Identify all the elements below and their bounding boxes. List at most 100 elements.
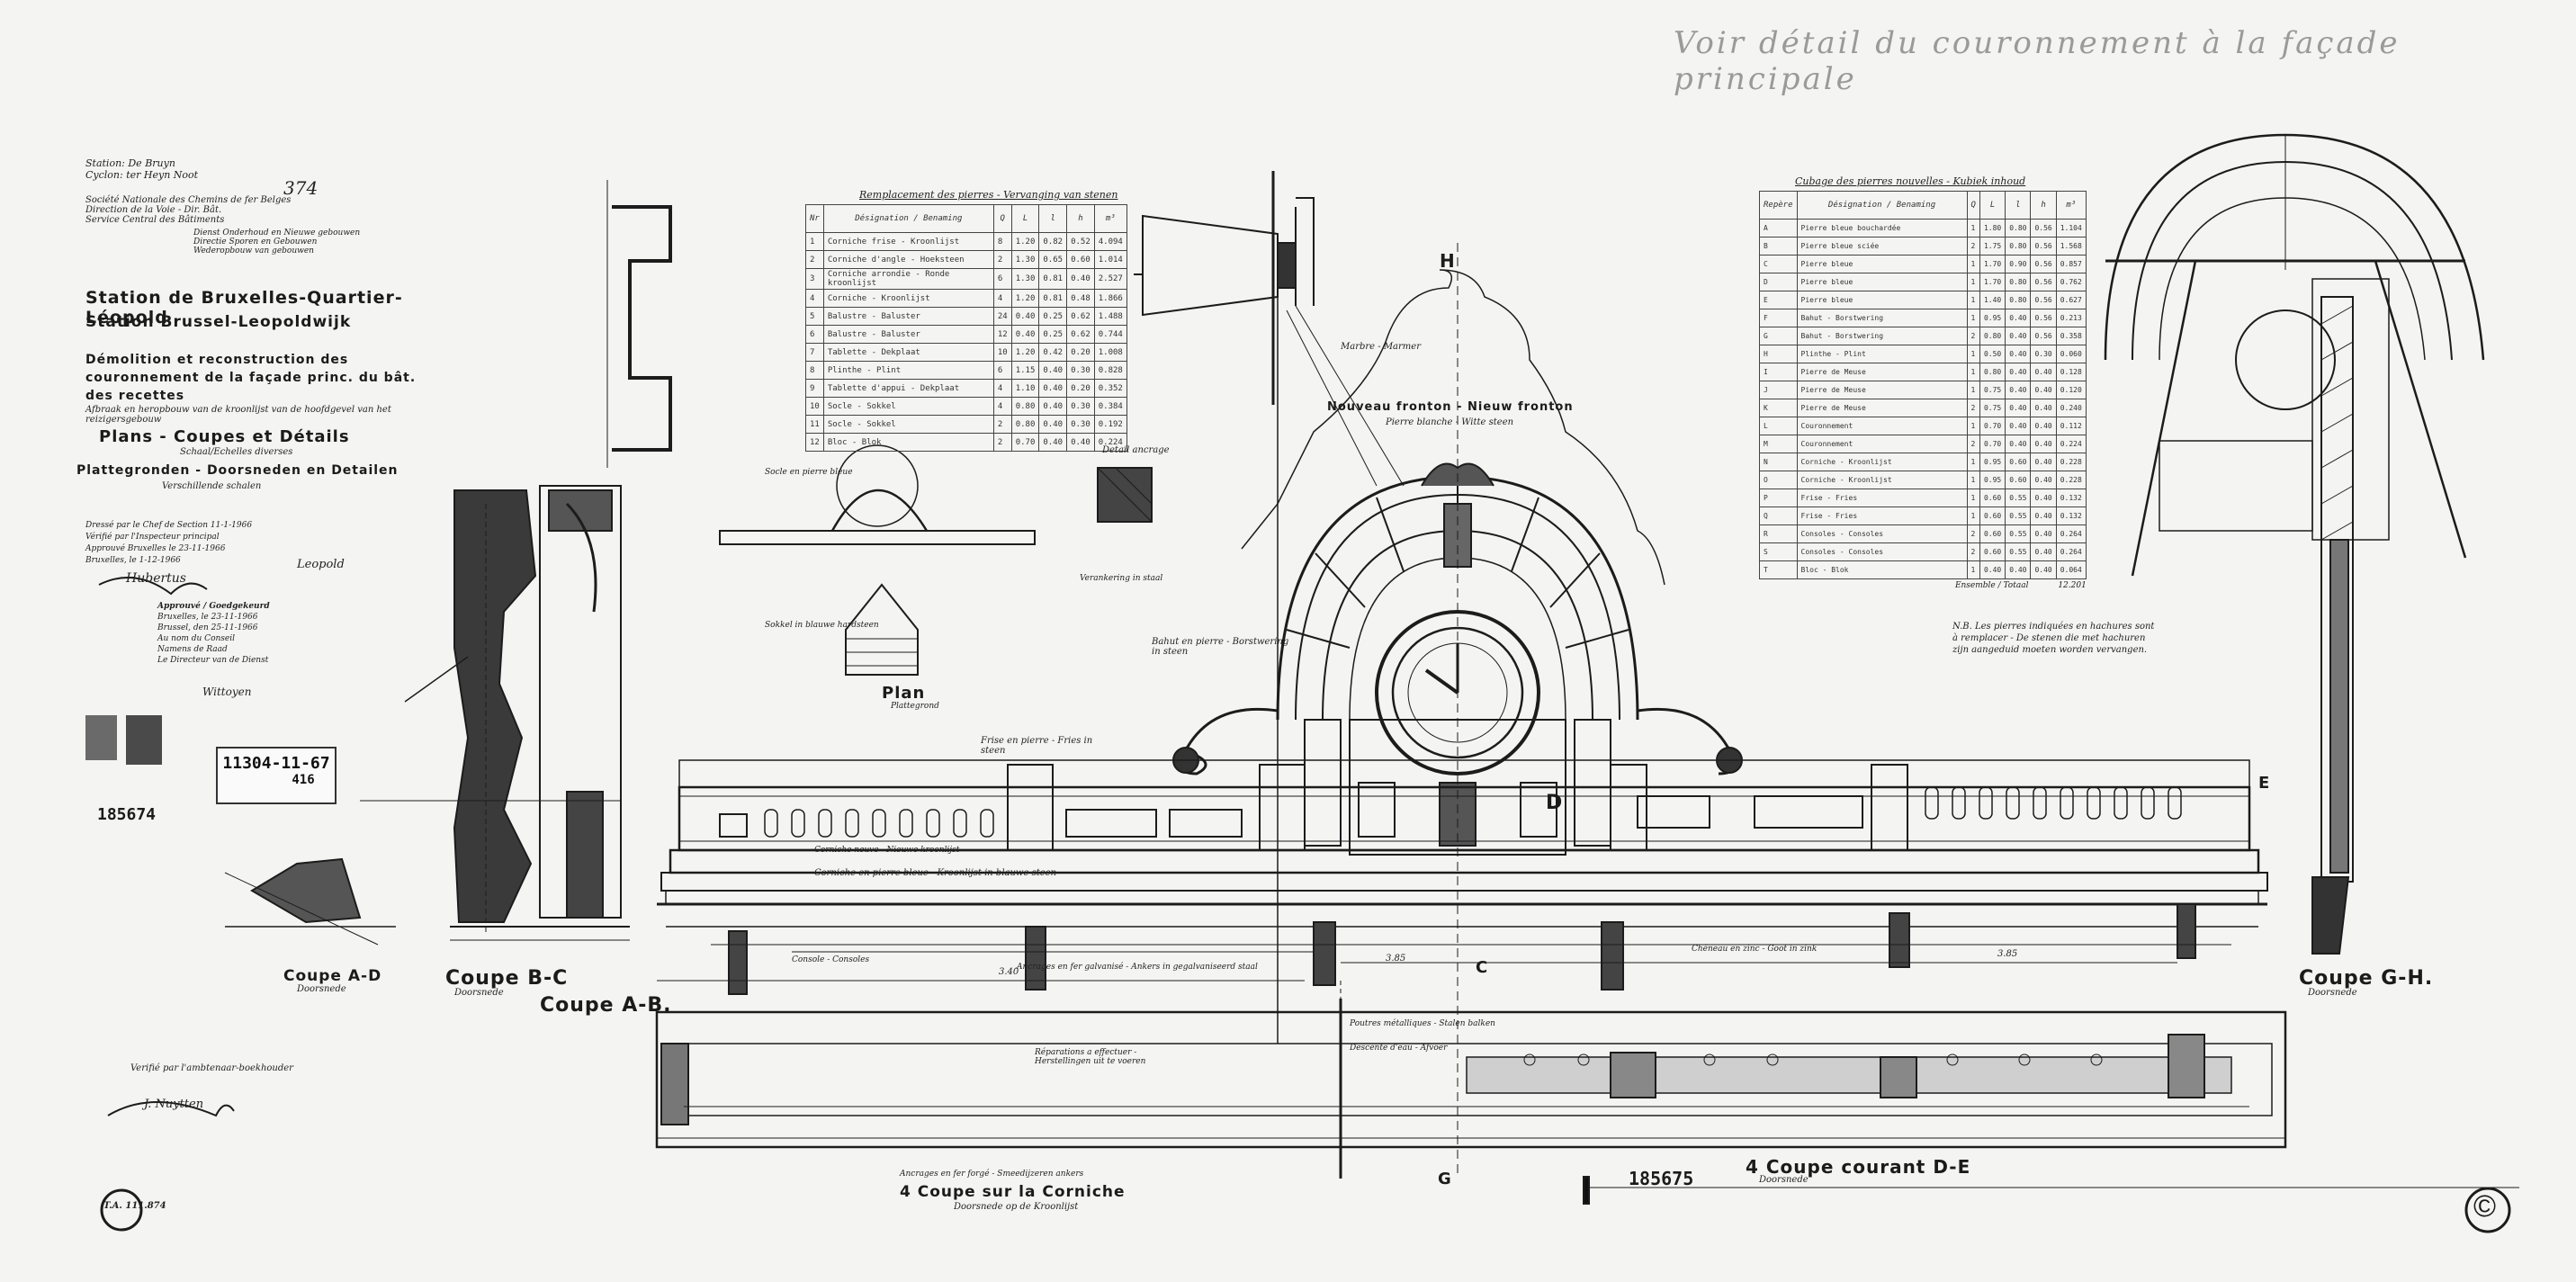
table-cell: F <box>1759 309 1798 327</box>
table-cell: Pierre bleue sciée <box>1796 237 1968 256</box>
table-cell: C <box>1759 255 1798 273</box>
dept-line-1: Dienst Onderhoud en Nieuwe gebouwen <box>193 229 361 238</box>
sections-title: Plattegronden - Doorsneden en Detailen <box>76 463 399 478</box>
date-stamp-code: 416 <box>292 773 315 787</box>
table-cell: 0.192 <box>1093 415 1127 434</box>
approved-line-3: Au nom du Conseil <box>157 634 235 643</box>
table-cell: 0.30 <box>1066 361 1095 380</box>
table-cell: 0.40 <box>2030 363 2057 381</box>
table-cell: 0.95 <box>1979 453 2006 471</box>
table-header-cell: Repère <box>1759 191 1798 220</box>
note-beams: Poutres métalliques - Stalen balken <box>1350 1019 1495 1028</box>
table-cell: 4 <box>805 289 824 308</box>
table-cell: 0.56 <box>2030 219 2057 238</box>
table-cell: 0.264 <box>2055 524 2087 543</box>
table-cell: 0.060 <box>2055 345 2087 363</box>
table-cell: 0.40 <box>1066 433 1095 452</box>
table-cell: 1.70 <box>1979 255 2006 273</box>
table-cell: 0.228 <box>2055 471 2087 489</box>
table-cell: 9 <box>805 379 824 398</box>
table-cell: 2.527 <box>1093 268 1127 290</box>
label-pedestal: Socle en pierre bleue <box>765 468 853 477</box>
table-cell: 8 <box>805 361 824 380</box>
table-cell: 0.384 <box>1093 397 1127 416</box>
label-coupe-bc: Coupe B-C <box>445 967 569 990</box>
label-coupe-de-sub: Doorsnede <box>1759 1175 1809 1185</box>
table-cell: 1 <box>1966 381 1980 399</box>
table-cell: 10 <box>805 397 824 416</box>
table-cell: 0.55 <box>2005 542 2032 561</box>
label-coupe-ab: Coupe A-B. <box>540 994 672 1017</box>
signature-2: Leopold <box>297 558 345 571</box>
table-cell: 0.40 <box>2005 363 2032 381</box>
table-cell: 2 <box>992 415 1012 434</box>
table-cell: K <box>1759 399 1798 417</box>
table-cell: 0.48 <box>1066 289 1095 308</box>
table-cell: 0.56 <box>2030 237 2057 256</box>
table-cell: 0.70 <box>1979 435 2006 453</box>
table-cell: 4.094 <box>1093 232 1127 251</box>
table-cell: 0.60 <box>1979 507 2006 525</box>
table-cell: 0.55 <box>2005 524 2032 543</box>
table-cell: 1.20 <box>1010 289 1040 308</box>
table-cell: I <box>1759 363 1798 381</box>
approved-line-1: Bruxelles, le 23-11-1966 <box>157 613 258 622</box>
table-header-cell: m³ <box>1093 204 1127 233</box>
table-cell: Bahut - Borstwering <box>1796 309 1968 327</box>
table-cell: 0.56 <box>2030 309 2057 327</box>
table-cell: 0.60 <box>1979 542 2006 561</box>
plans-subtitle: Schaal/Echelles diverses <box>180 447 293 457</box>
table-cell: 1.10 <box>1010 379 1040 398</box>
table-cell: 3 <box>805 268 824 290</box>
table-cell: 0.857 <box>2055 255 2087 273</box>
table-cell: 1 <box>1966 255 1980 273</box>
table-cell: 0.25 <box>1038 307 1068 326</box>
table-cell: 0.744 <box>1093 325 1127 344</box>
table-cell: Bloc - Blok <box>822 433 994 452</box>
table-cell: 12 <box>805 433 824 452</box>
top-note: Voir détail du couronnement à la façade … <box>1674 25 2401 97</box>
table-cell: 0.40 <box>2005 399 2032 417</box>
table-cell: 1.20 <box>1010 343 1040 362</box>
station-title-nl: Station Brussel-Leopoldwijk <box>85 313 352 331</box>
table-cell: Pierre bleue <box>1796 273 1968 291</box>
sections-subtitle: Verschillende schalen <box>162 481 262 491</box>
table-cell: Corniche - Kroonlijst <box>1796 471 1968 489</box>
table-cell: 0.82 <box>1038 232 1068 251</box>
note-repair: Réparations a effectuer - Herstellingen … <box>1035 1048 1146 1066</box>
project-title: Démolition et reconstruction des couronn… <box>85 353 417 403</box>
title-block: Station: De Bruyn Cyclon: ter Heyn Noot … <box>85 157 445 256</box>
table-cell: 0.064 <box>2055 560 2087 579</box>
table-cell: 1 <box>1966 507 1980 525</box>
table-cell: 4 <box>992 289 1012 308</box>
table-cell: 0.828 <box>1093 361 1127 380</box>
approvals: Dressé par le Chef de Section 11-1-1966 … <box>85 520 337 567</box>
title-header-1: Station: De Bruyn <box>85 157 175 169</box>
label-plan-sub: Plattegrond <box>891 702 939 711</box>
sign-note: Verifié par l'ambtenaar-boekhouder <box>130 1063 293 1073</box>
approved-block: Approuvé / Goedgekeurd Bruxelles, le 23-… <box>157 601 270 666</box>
table-cell: 0.70 <box>1979 417 2006 435</box>
table-cell: 0.358 <box>2055 327 2087 345</box>
table-header-cell: L <box>1010 204 1040 233</box>
label-detail-iron: Detail ancrage <box>1102 445 1170 455</box>
label-new-pediment: Nouveau fronton - Nieuw fronton <box>1327 400 1574 414</box>
table-cell: 0.40 <box>2030 524 2057 543</box>
sign-name: J. Nuytten <box>144 1098 204 1111</box>
table-cell: Plinthe - Plint <box>1796 345 1968 363</box>
table-cell: 2 <box>1966 327 1980 345</box>
table-cell: 0.80 <box>1979 327 2006 345</box>
table-cell: 0.224 <box>1093 433 1127 452</box>
table-cell: 1 <box>1966 291 1980 309</box>
table-cell: 1.20 <box>1010 232 1040 251</box>
table-cell: 1.008 <box>1093 343 1127 362</box>
